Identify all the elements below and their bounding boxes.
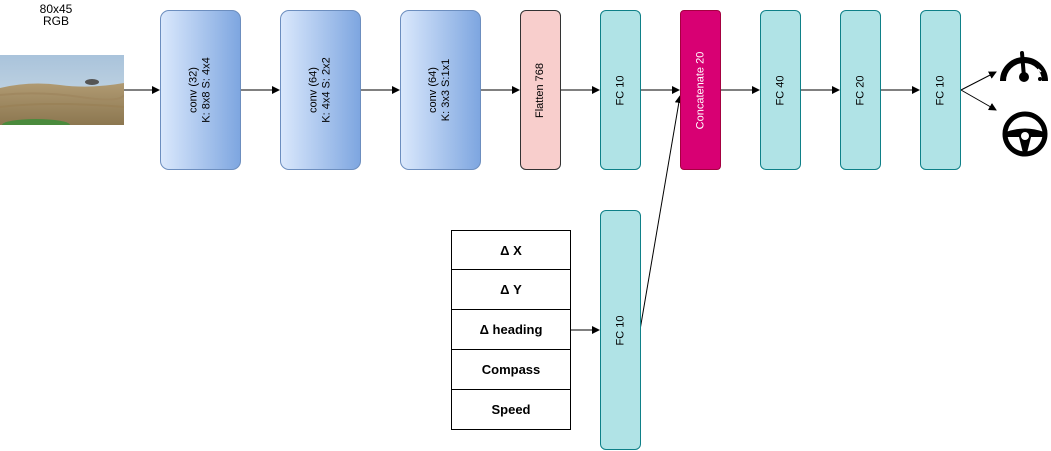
conv1-kernel-label: K: 8x8 S: 4x4 bbox=[200, 57, 213, 123]
feature-row: Δ Y bbox=[451, 270, 571, 310]
fc-output-layer: FC 10 bbox=[920, 10, 961, 170]
flatten-layer: Flatten 768 bbox=[520, 10, 561, 170]
conv2-layer: conv (64) K: 4x4 S: 2x2 bbox=[280, 10, 361, 170]
steering-wheel-icon bbox=[1001, 110, 1049, 158]
feature-table: Δ X Δ Y Δ heading Compass Speed bbox=[451, 230, 571, 430]
input-size-label: 80x45 bbox=[39, 2, 73, 16]
conv1-filters-label: conv (32) bbox=[187, 67, 200, 113]
conv3-filters-label: conv (64) bbox=[427, 67, 440, 113]
arrow-fc10-to-speed bbox=[960, 71, 997, 91]
speedometer-icon bbox=[999, 45, 1049, 85]
fc-image-label: FC 10 bbox=[614, 75, 626, 105]
flatten-label: Flatten 768 bbox=[534, 62, 547, 118]
concatenate-layer: Concatenate 20 bbox=[680, 10, 721, 170]
feature-row: Compass bbox=[451, 350, 571, 390]
arrow-fc10-to-steering bbox=[960, 89, 997, 111]
conv2-kernel-label: K: 4x4 S: 2x2 bbox=[320, 57, 333, 123]
feature-row: Δ heading bbox=[451, 310, 571, 350]
conv3-kernel-label: K: 3x3 S:1x1 bbox=[440, 58, 453, 122]
input-camera-image bbox=[0, 55, 124, 125]
fc-output-label: FC 10 bbox=[934, 75, 946, 105]
feature-row: Speed bbox=[451, 390, 571, 430]
fc-image-layer: FC 10 bbox=[600, 10, 641, 170]
fc40-label: FC 40 bbox=[774, 75, 786, 105]
fc-features-label: FC 10 bbox=[614, 315, 626, 345]
fc20-layer: FC 20 bbox=[840, 10, 881, 170]
concatenate-label: Concatenate 20 bbox=[694, 51, 707, 129]
feature-row: Δ X bbox=[451, 230, 571, 270]
conv2-filters-label: conv (64) bbox=[307, 67, 320, 113]
fc20-label: FC 20 bbox=[854, 75, 866, 105]
conv3-layer: conv (64) K: 3x3 S:1x1 bbox=[400, 10, 481, 170]
fc40-layer: FC 40 bbox=[760, 10, 801, 170]
fc-features-layer: FC 10 bbox=[600, 210, 641, 450]
input-format-label: RGB bbox=[42, 14, 69, 28]
arrow-features-fc-to-concat bbox=[639, 95, 683, 331]
conv1-layer: conv (32) K: 8x8 S: 4x4 bbox=[160, 10, 241, 170]
